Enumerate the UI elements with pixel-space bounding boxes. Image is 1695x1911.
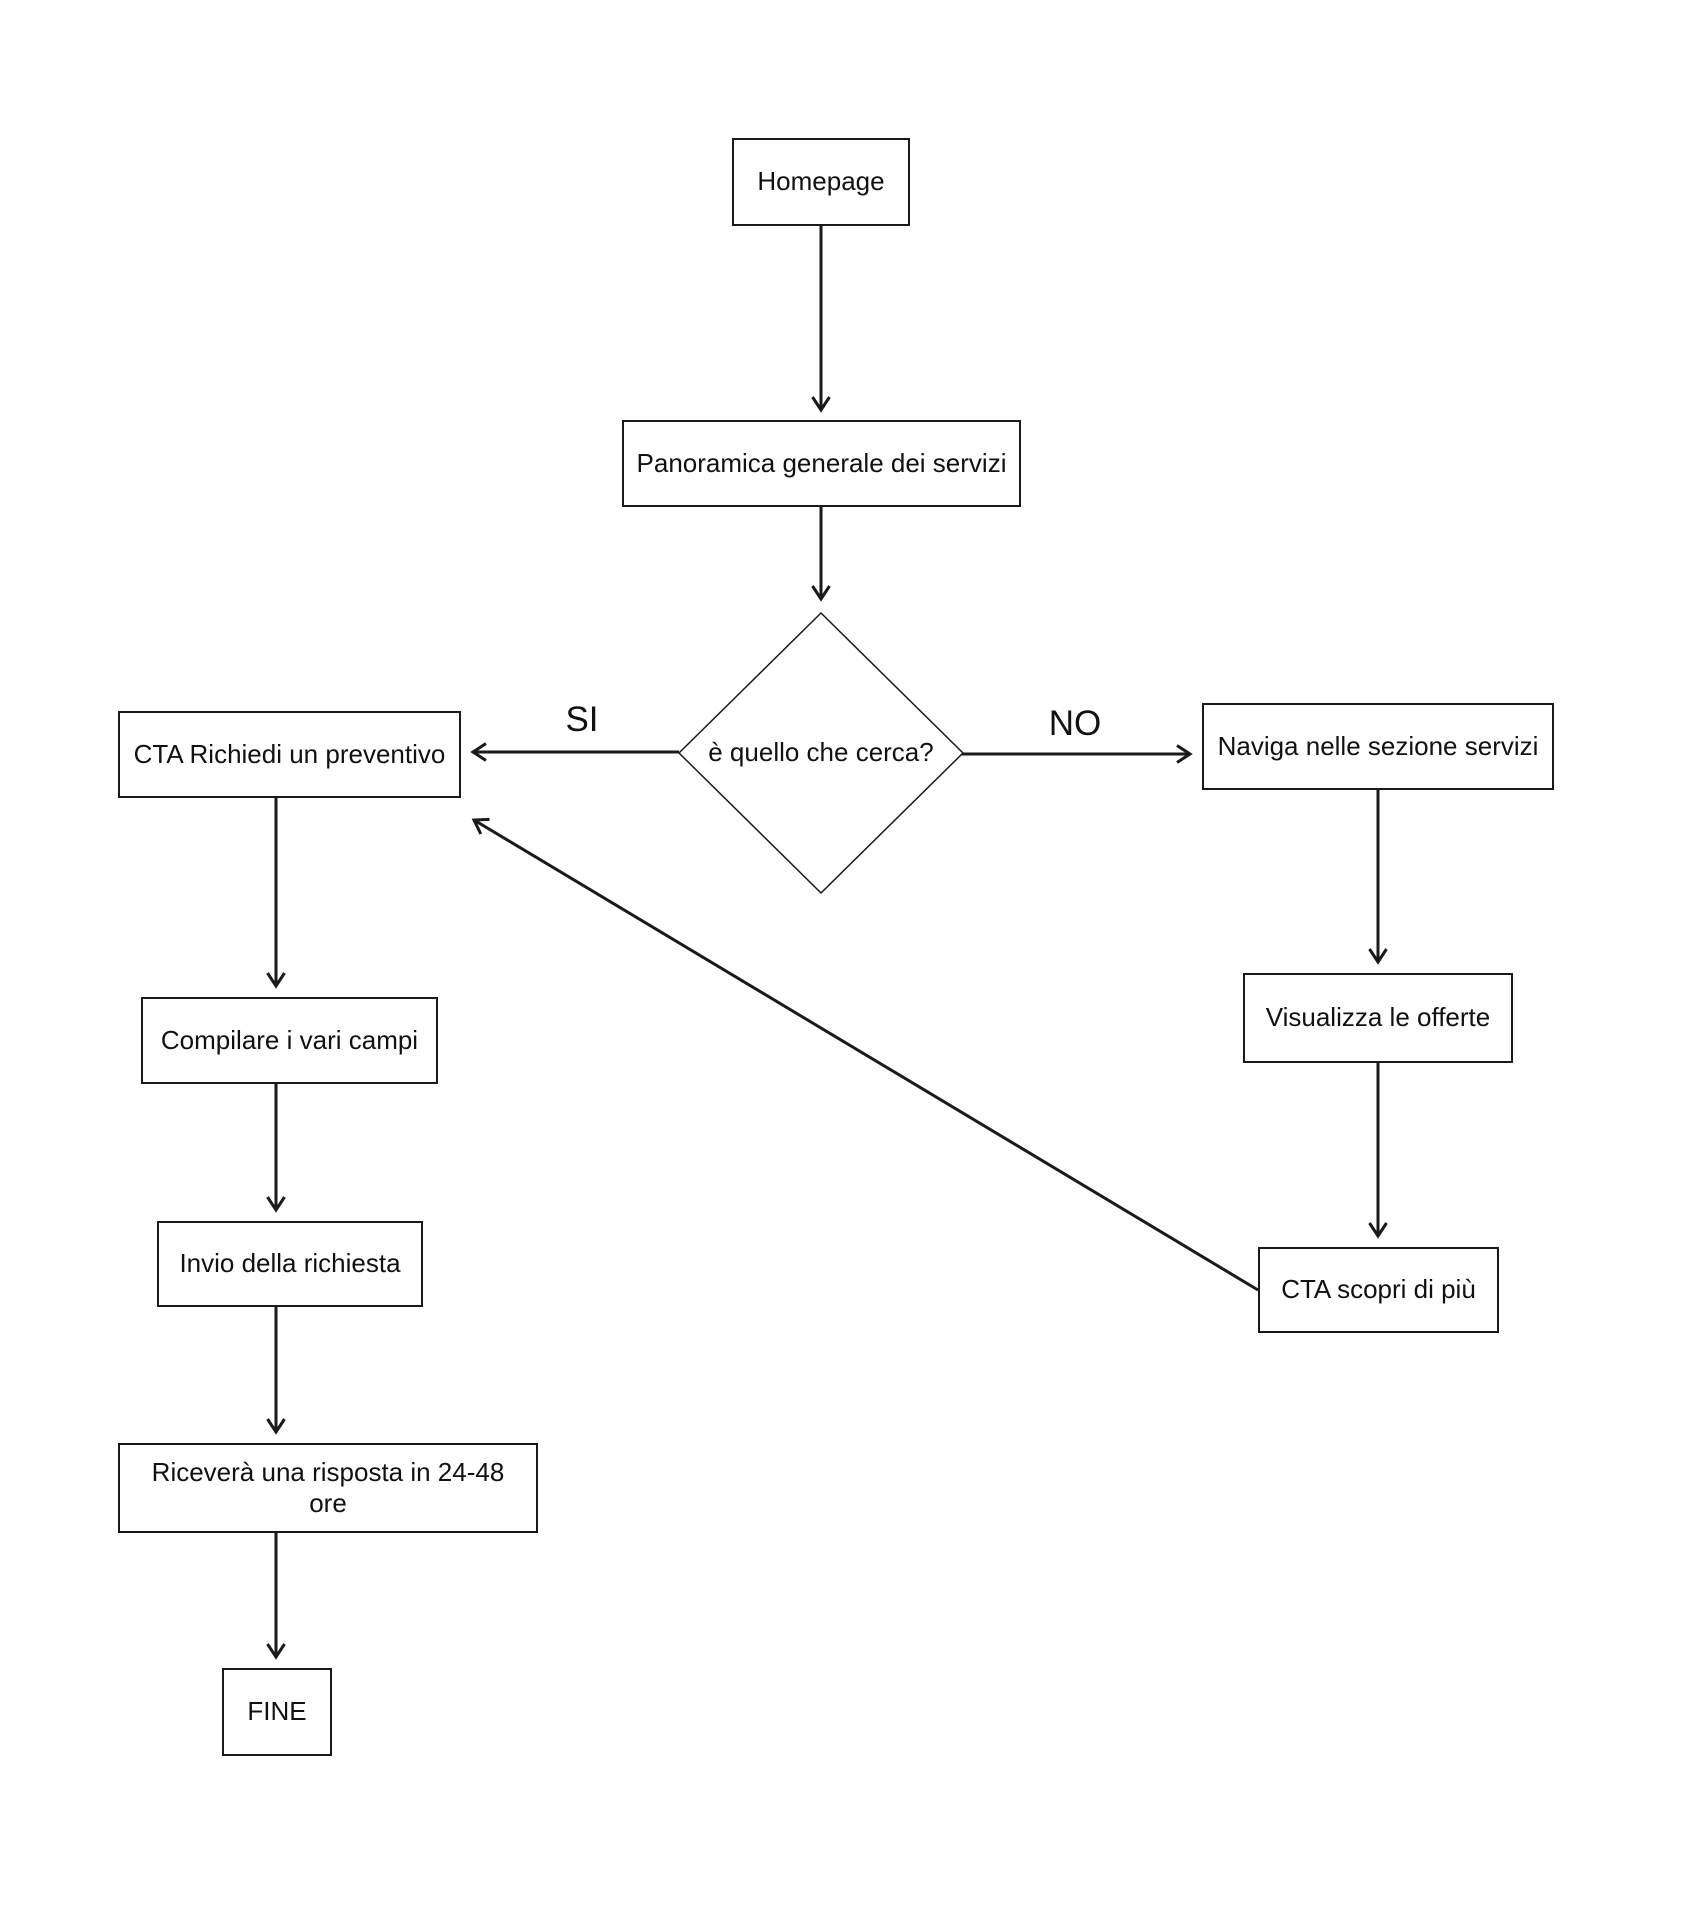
- decision-diamond-label: è quello che cerca?: [681, 733, 961, 773]
- node-naviga-sezione-servizi-label: Naviga nelle sezione servizi: [1217, 730, 1539, 761]
- node-cta-richiedi-preventivo: CTA Richiedi un preventivo: [118, 711, 461, 798]
- node-cta-scopri-di-piu-label: CTA scopri di più: [1281, 1274, 1476, 1305]
- edge-label-no-text: NO: [1048, 704, 1102, 743]
- edge-label-si: SI: [542, 698, 622, 742]
- node-invio-richiesta-label: Invio della richiesta: [179, 1248, 401, 1279]
- node-ricevera-risposta-label: Riceverà una risposta in 24-48 ore: [151, 1456, 505, 1518]
- node-cta-scopri-di-piu: CTA scopri di più: [1258, 1247, 1499, 1333]
- node-compilare-campi: Compilare i vari campi: [141, 997, 438, 1084]
- node-fine: FINE: [222, 1668, 332, 1756]
- node-panoramica-label: Panoramica generale dei servizi: [636, 447, 1007, 478]
- edge-cta-scopri-cta-preventivo: [471, 817, 1259, 1292]
- node-ricevera-risposta: Riceverà una risposta in 24-48 ore: [118, 1443, 538, 1533]
- edge-label-no: NO: [1035, 702, 1115, 746]
- node-homepage: Homepage: [732, 138, 910, 226]
- node-compilare-campi-label: Compilare i vari campi: [160, 1024, 419, 1055]
- node-cta-richiedi-preventivo-label: CTA Richiedi un preventivo: [133, 738, 446, 769]
- edge-label-si-text: SI: [565, 700, 599, 739]
- node-panoramica: Panoramica generale dei servizi: [622, 420, 1021, 507]
- node-fine-label: FINE: [247, 1696, 307, 1727]
- node-naviga-sezione-servizi: Naviga nelle sezione servizi: [1202, 703, 1554, 790]
- decision-diamond-shape: [677, 611, 965, 895]
- node-homepage-label: Homepage: [757, 166, 885, 197]
- decision-question-text: è quello che cerca?: [708, 737, 934, 768]
- node-visualizza-offerte-label: Visualizza le offerte: [1265, 1002, 1491, 1033]
- node-visualizza-offerte: Visualizza le offerte: [1243, 973, 1513, 1063]
- node-invio-richiesta: Invio della richiesta: [157, 1221, 423, 1307]
